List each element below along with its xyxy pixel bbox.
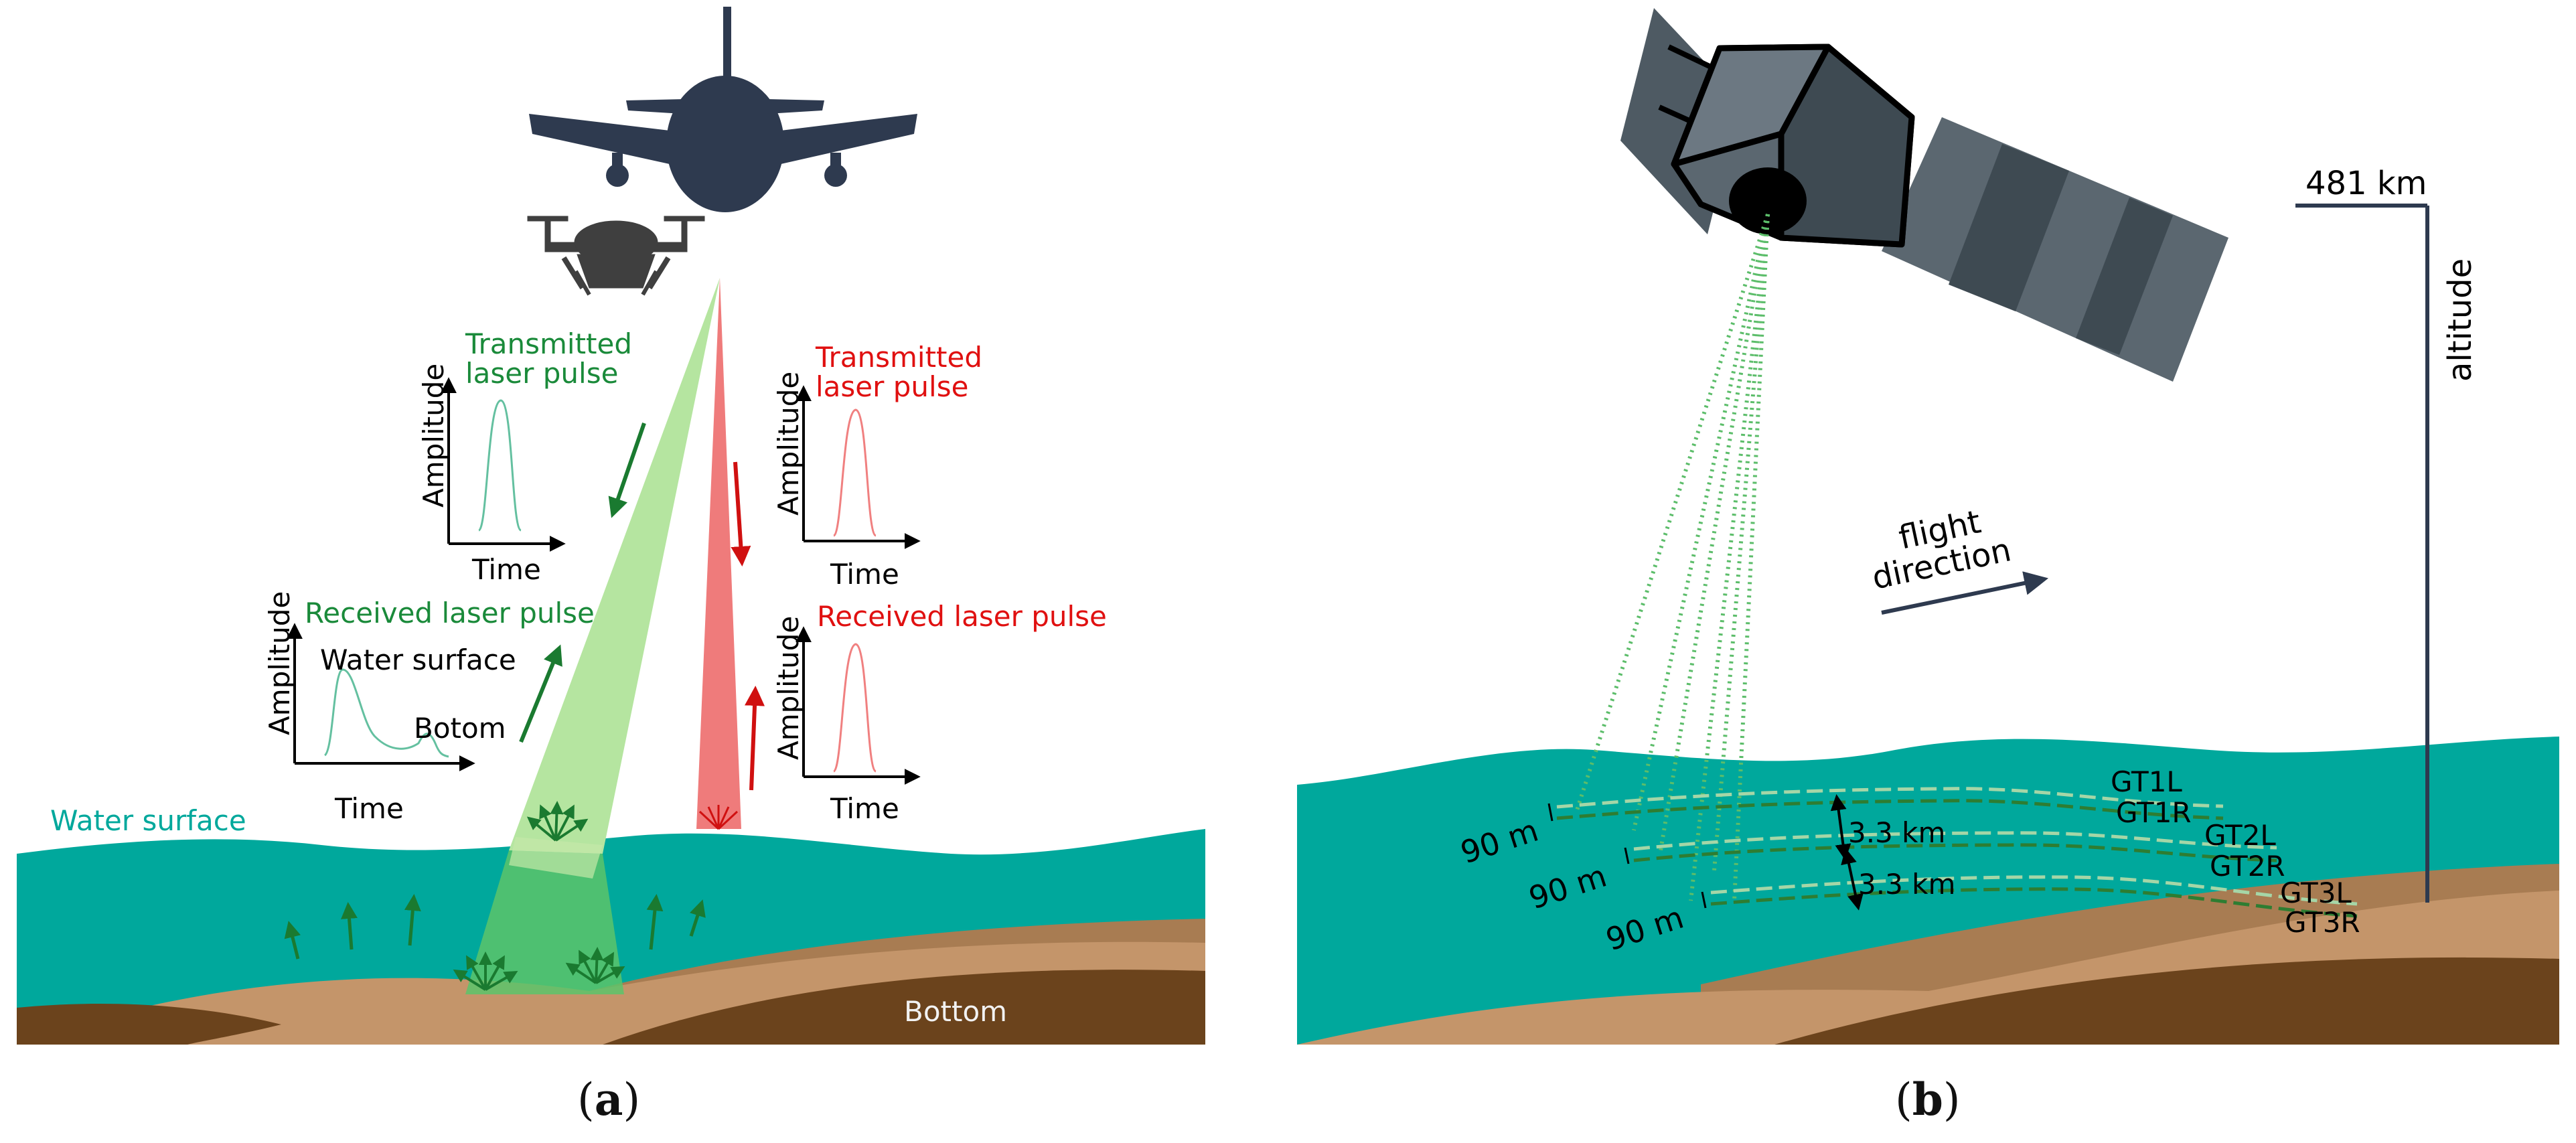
panel-b: 3.3 km 3.3 km 90 m 90 m 90 m GT1L GT1R G…	[1297, 8, 2559, 1126]
caption-b: (b)	[1895, 1073, 1961, 1126]
track-label: GT3R	[2285, 906, 2360, 939]
red-up-arrow	[745, 686, 765, 791]
altitude-value: 481 km	[2305, 165, 2427, 202]
green-down-arrow	[608, 423, 646, 518]
plot-red-received: Amplitude Time	[772, 616, 921, 825]
pulse-curve	[477, 399, 522, 532]
axis-time-label: Time	[830, 792, 899, 825]
scatter-surface-green	[526, 801, 589, 842]
seabed-dark-right	[603, 970, 1205, 1045]
solar-panel-bottom	[1882, 117, 2228, 382]
scatter-bottom-right	[565, 947, 625, 984]
track-gt3r	[1710, 887, 2358, 918]
altitude-label: altitude	[2441, 258, 2479, 382]
track-spacing-label: 3.3 km	[1848, 816, 1945, 849]
peak-water-surface-label: Water surface	[320, 643, 516, 676]
track-gt3l	[1710, 875, 2358, 906]
scatter-surface-red	[698, 805, 739, 830]
axis-amplitude-label: Amplitude	[772, 372, 805, 516]
laser-beams	[1575, 214, 1770, 901]
telescope-aperture	[1729, 167, 1807, 234]
water-upward-arrows	[284, 894, 706, 960]
track-gt1r	[1556, 799, 2224, 820]
caption-a: (a)	[577, 1073, 640, 1126]
seabed-dark-right	[1774, 957, 2559, 1045]
track-label: GT3L	[2280, 877, 2352, 909]
spacing-arrow-2-3	[1841, 848, 1864, 911]
green-transmitted-line1: Transmitted	[465, 327, 632, 360]
bottom-label: Bottom	[904, 995, 1007, 1028]
green-beam-air	[509, 278, 720, 854]
flight-direction-arrow	[1881, 571, 2049, 615]
track-spacing-label: 3.3 km	[1858, 868, 1955, 901]
pulse-curve	[832, 643, 877, 773]
water-surface-label: Water surface	[50, 804, 246, 837]
altitude-bar	[2295, 204, 2429, 903]
green-surface-patch	[509, 837, 603, 879]
peak-bottom-label: Botom	[414, 712, 506, 745]
red-transmitted-line1: Transmitted	[815, 341, 982, 374]
seabed-dark-left	[17, 1004, 281, 1045]
track-label: GT1L	[2111, 765, 2182, 798]
red-down-arrow	[731, 461, 751, 566]
scatter-bottom-left	[453, 951, 518, 991]
red-received-label: Received laser pulse	[817, 600, 1107, 633]
pair-ticks	[1547, 803, 1707, 909]
airplane-icon	[529, 7, 917, 212]
axis-time-label: Time	[471, 553, 541, 586]
track-gt2r	[1633, 843, 2277, 862]
pulse-curve	[832, 408, 877, 537]
track-gt2l	[1633, 831, 2277, 851]
axis-amplitude-label: Amplitude	[772, 616, 805, 760]
track-label: GT2L	[2204, 819, 2276, 852]
plot-green-transmitted: Amplitude Time	[417, 364, 566, 586]
red-transmitted-line2: laser pulse	[816, 370, 968, 403]
plot-red-transmitted: Amplitude Time	[772, 372, 921, 591]
green-transmitted-line2: laser pulse	[465, 357, 618, 390]
track-label: GT1R	[2116, 796, 2192, 829]
panel-a: Amplitude Time Transmitted laser pulse A…	[17, 7, 1205, 1126]
plot-green-received: Amplitude Time Water surface Botom	[263, 591, 516, 825]
satellite-icon	[1620, 8, 2228, 382]
axis-amplitude-label: Amplitude	[417, 364, 450, 508]
axis-time-label: Time	[830, 558, 899, 591]
ground-tracks	[1556, 787, 2358, 918]
track-label: GT2R	[2210, 850, 2285, 883]
axis-time-label: Time	[334, 792, 404, 825]
green-up-arrow	[519, 644, 562, 743]
drone-icon	[527, 216, 705, 296]
red-beam	[696, 278, 741, 829]
track-gt1l	[1556, 787, 2224, 809]
axis-amplitude-label: Amplitude	[263, 591, 296, 735]
received-curve	[323, 668, 449, 758]
green-received-label: Received laser pulse	[305, 597, 595, 629]
